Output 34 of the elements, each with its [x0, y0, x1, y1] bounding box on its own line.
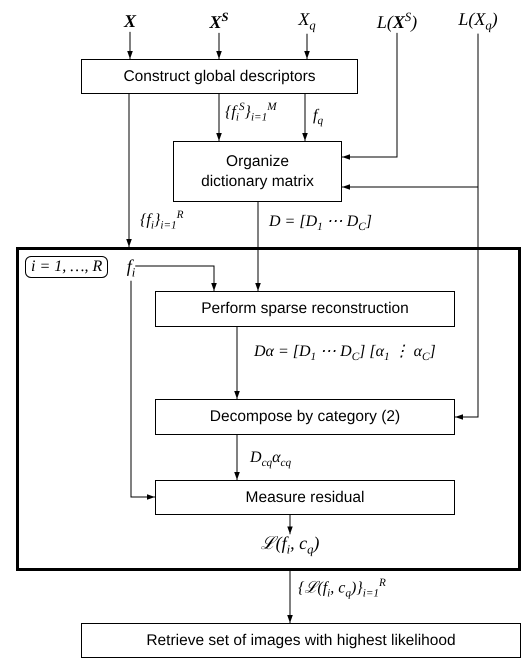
process-box: Measure residual [155, 480, 455, 515]
arrow [216, 32, 222, 60]
arrow [287, 570, 293, 624]
arrow [127, 31, 133, 60]
math-symbol: L(X$_{q}$) [458, 10, 498, 34]
arrow [216, 94, 222, 142]
arrow [255, 202, 261, 292]
loop-counter-label: i = 1, …, R [25, 256, 108, 278]
process-box: Perform sparse reconstruction [155, 291, 455, 327]
arrow [130, 280, 156, 500]
math-symbol: L(X$^{S}$) [376, 11, 418, 33]
math-symbol: X$_{q}$ [298, 10, 316, 34]
arrow [304, 33, 310, 60]
math-symbol: X$^{S}$ [209, 11, 229, 33]
process-box: Organize dictionary matrix [173, 141, 342, 202]
edge-label: D$_{cq}$α$_{cq}$ [249, 449, 292, 470]
arrow [454, 33, 478, 420]
loop-frame [16, 247, 521, 571]
arrow [234, 434, 240, 480]
arrow [126, 94, 132, 248]
edge-label: D = [D$_{1}$ ⋯ D$_{C}$] [268, 213, 373, 234]
process-box: Decompose by category (2) [155, 399, 455, 435]
math-symbol: f$_{i}$ [126, 257, 136, 281]
process-box: Construct global descriptors [81, 59, 358, 94]
math-symbol: X [124, 12, 136, 32]
arrow [287, 514, 293, 535]
arrow [134, 266, 217, 292]
edge-label: Dα = [D$_{1}$ ⋯ D$_{C}$] [α$_{1}$ ⋮ α$_{C}$] [253, 343, 437, 364]
arrow [302, 94, 308, 142]
math-symbol: ℒ(f$_{i}$, c$_{q}$) [260, 534, 320, 558]
arrow [342, 32, 398, 160]
arrow [234, 326, 240, 400]
edge-label: f$_{q}$ [312, 107, 324, 128]
process-box: Retrieve set of images with highest likelihood [81, 623, 521, 658]
